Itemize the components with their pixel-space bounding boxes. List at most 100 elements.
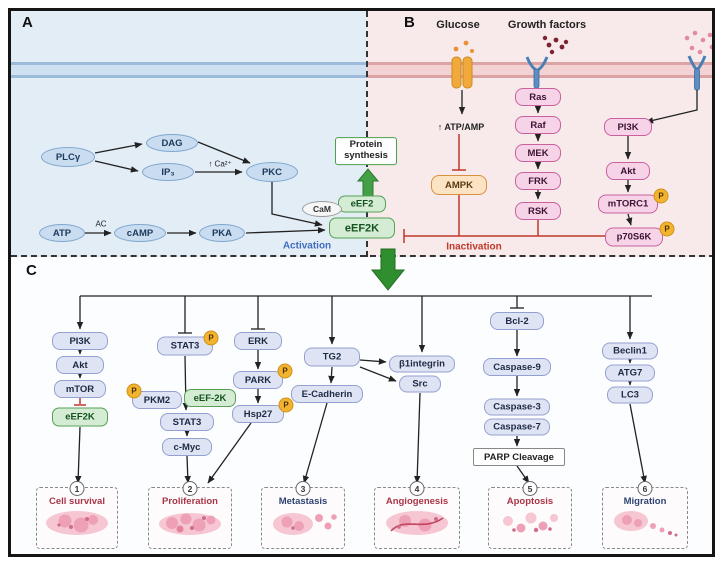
panel-b-label: B	[404, 14, 415, 31]
phospho-badge-hsp27: P	[278, 397, 294, 413]
outcome-number-1: 1	[69, 481, 85, 496]
node-pka: PKA	[199, 224, 245, 242]
node-park: PARK	[233, 371, 283, 389]
panel-c-arrows	[75, 295, 652, 484]
node-pkm2: PKM2	[132, 391, 182, 409]
node-hsp27: Hsp27	[232, 405, 284, 423]
protein-synthesis-box: Protein synthesis	[335, 137, 397, 165]
phospho-badge-park: P	[277, 363, 293, 379]
node-caspase7: Caspase-7	[484, 418, 550, 436]
panel-b-arrows	[458, 90, 698, 226]
activation-label: Activation	[282, 240, 332, 252]
inactivation-label: Inactivation	[446, 241, 502, 253]
cells-illustration-metastasis	[273, 513, 337, 535]
outcome-box-cell-survival: 1 Cell survival	[36, 481, 118, 549]
node-mek: MEK	[515, 144, 561, 162]
node-lc3: LC3	[607, 386, 653, 404]
atp-amp-label: ↑ ATP/AMP	[437, 122, 485, 132]
node-erk: ERK	[234, 332, 282, 350]
outcome-label-angiogenesis: Angiogenesis	[385, 496, 449, 507]
node-ecadherin: E-Cadherin	[291, 385, 363, 403]
outcome-box-apoptosis: 5 Apoptosis	[488, 481, 572, 549]
eef2k-downstream-arrow	[370, 248, 406, 291]
panel-b-inhibition-lines	[403, 134, 606, 243]
growth-factors-header: Growth factors	[507, 19, 587, 31]
node-akt-c: Akt	[56, 356, 104, 374]
outcome-number-4: 4	[409, 481, 425, 496]
outcome-label-cell-survival: Cell survival	[49, 496, 105, 507]
node-atg7: ATG7	[605, 364, 655, 382]
panel-a-background	[11, 11, 367, 257]
cell-membrane-a	[11, 62, 367, 78]
outcome-label-migration: Migration	[623, 496, 667, 507]
cells-illustration-survival	[46, 511, 108, 535]
node-eef2k-c: eEF2K	[52, 407, 108, 427]
node-p70s6k: p70S6K	[605, 227, 663, 247]
node-mtorc1: mTORC1	[598, 194, 658, 214]
node-frk: FRK	[515, 172, 561, 190]
calcium-label: ↑ Ca²⁺	[208, 159, 232, 169]
node-pkc: PKC	[246, 162, 298, 182]
node-camp: cAMP	[114, 224, 166, 242]
node-pi3k-c: PI3K	[52, 332, 108, 350]
node-ras: Ras	[515, 88, 561, 106]
node-mtor: mTOR	[54, 380, 106, 398]
outcome-label-metastasis: Metastasis	[278, 496, 328, 507]
node-src: Src	[399, 375, 441, 393]
cells-illustration-proliferation	[159, 513, 221, 535]
panel-c-inhibition-lines	[74, 398, 86, 406]
node-stat3-top: STAT3	[157, 336, 213, 356]
outcome-box-proliferation: 2 Proliferation	[148, 481, 232, 549]
panel-c-label: C	[26, 262, 37, 279]
panel-divider-vertical	[366, 11, 368, 257]
phospho-badge-stat3: P	[203, 330, 219, 346]
node-dag: DAG	[146, 134, 198, 152]
node-eef2k: eEF2K	[329, 217, 395, 239]
rtk-receptor-icon	[684, 30, 715, 91]
node-akt-b: Akt	[606, 162, 650, 180]
outcome-box-migration: 6 Migration	[602, 481, 688, 549]
outcome-number-6: 6	[637, 481, 653, 496]
glucose-header: Glucose	[436, 19, 480, 31]
outcome-label-proliferation: Proliferation	[162, 496, 218, 507]
outcome-number-5: 5	[522, 481, 538, 496]
outcome-label-apoptosis: Apoptosis	[506, 496, 554, 507]
phospho-badge-pkm2: P	[126, 383, 142, 399]
outcome-box-metastasis: 3 Metastasis	[261, 481, 345, 549]
outcome-number-2: 2	[182, 481, 198, 496]
node-ip3: IP₃	[142, 163, 194, 181]
protein-synthesis-arrow	[356, 168, 380, 197]
node-cmyc: c-Myc	[162, 438, 212, 456]
node-eef2: eEF2	[338, 195, 386, 213]
panel-divider-horizontal	[11, 255, 715, 257]
node-atp: ATP	[39, 224, 85, 242]
node-tg2: TG2	[304, 347, 360, 367]
panel-a-arrows	[85, 141, 326, 237]
cells-illustration-angiogenesis	[386, 511, 448, 535]
glucose-transporter-icon	[451, 40, 474, 89]
node-bcl2: Bcl-2	[490, 312, 544, 330]
node-cam: CaM	[302, 201, 342, 217]
ac-label: AC	[95, 219, 107, 229]
panel-c-background	[11, 257, 715, 554]
node-eef2k-complex: eEF-2K	[184, 389, 236, 407]
node-raf: Raf	[515, 116, 561, 134]
cells-illustration-migration	[614, 511, 678, 537]
outcome-box-angiogenesis: 4 Angiogenesis	[374, 481, 460, 549]
node-ampk: AMPK	[431, 175, 487, 195]
panel-a-label: A	[22, 14, 33, 31]
outcome-number-3: 3	[295, 481, 311, 496]
phospho-badge-mtorc1: P	[653, 188, 669, 204]
cells-illustration-apoptosis	[503, 512, 558, 533]
node-beclin1: Beclin1	[602, 342, 658, 360]
node-stat3-lower: STAT3	[160, 413, 214, 431]
node-pi3k-b: PI3K	[604, 118, 652, 136]
phospho-badge-p70s6k: P	[659, 221, 675, 237]
node-caspase9: Caspase-9	[483, 358, 551, 376]
node-b1integrin: β1integrin	[389, 355, 455, 373]
node-rsk: RSK	[515, 202, 561, 220]
node-plc-gamma: PLCγ	[41, 147, 95, 167]
growth-factor-receptor-icon	[525, 35, 569, 89]
